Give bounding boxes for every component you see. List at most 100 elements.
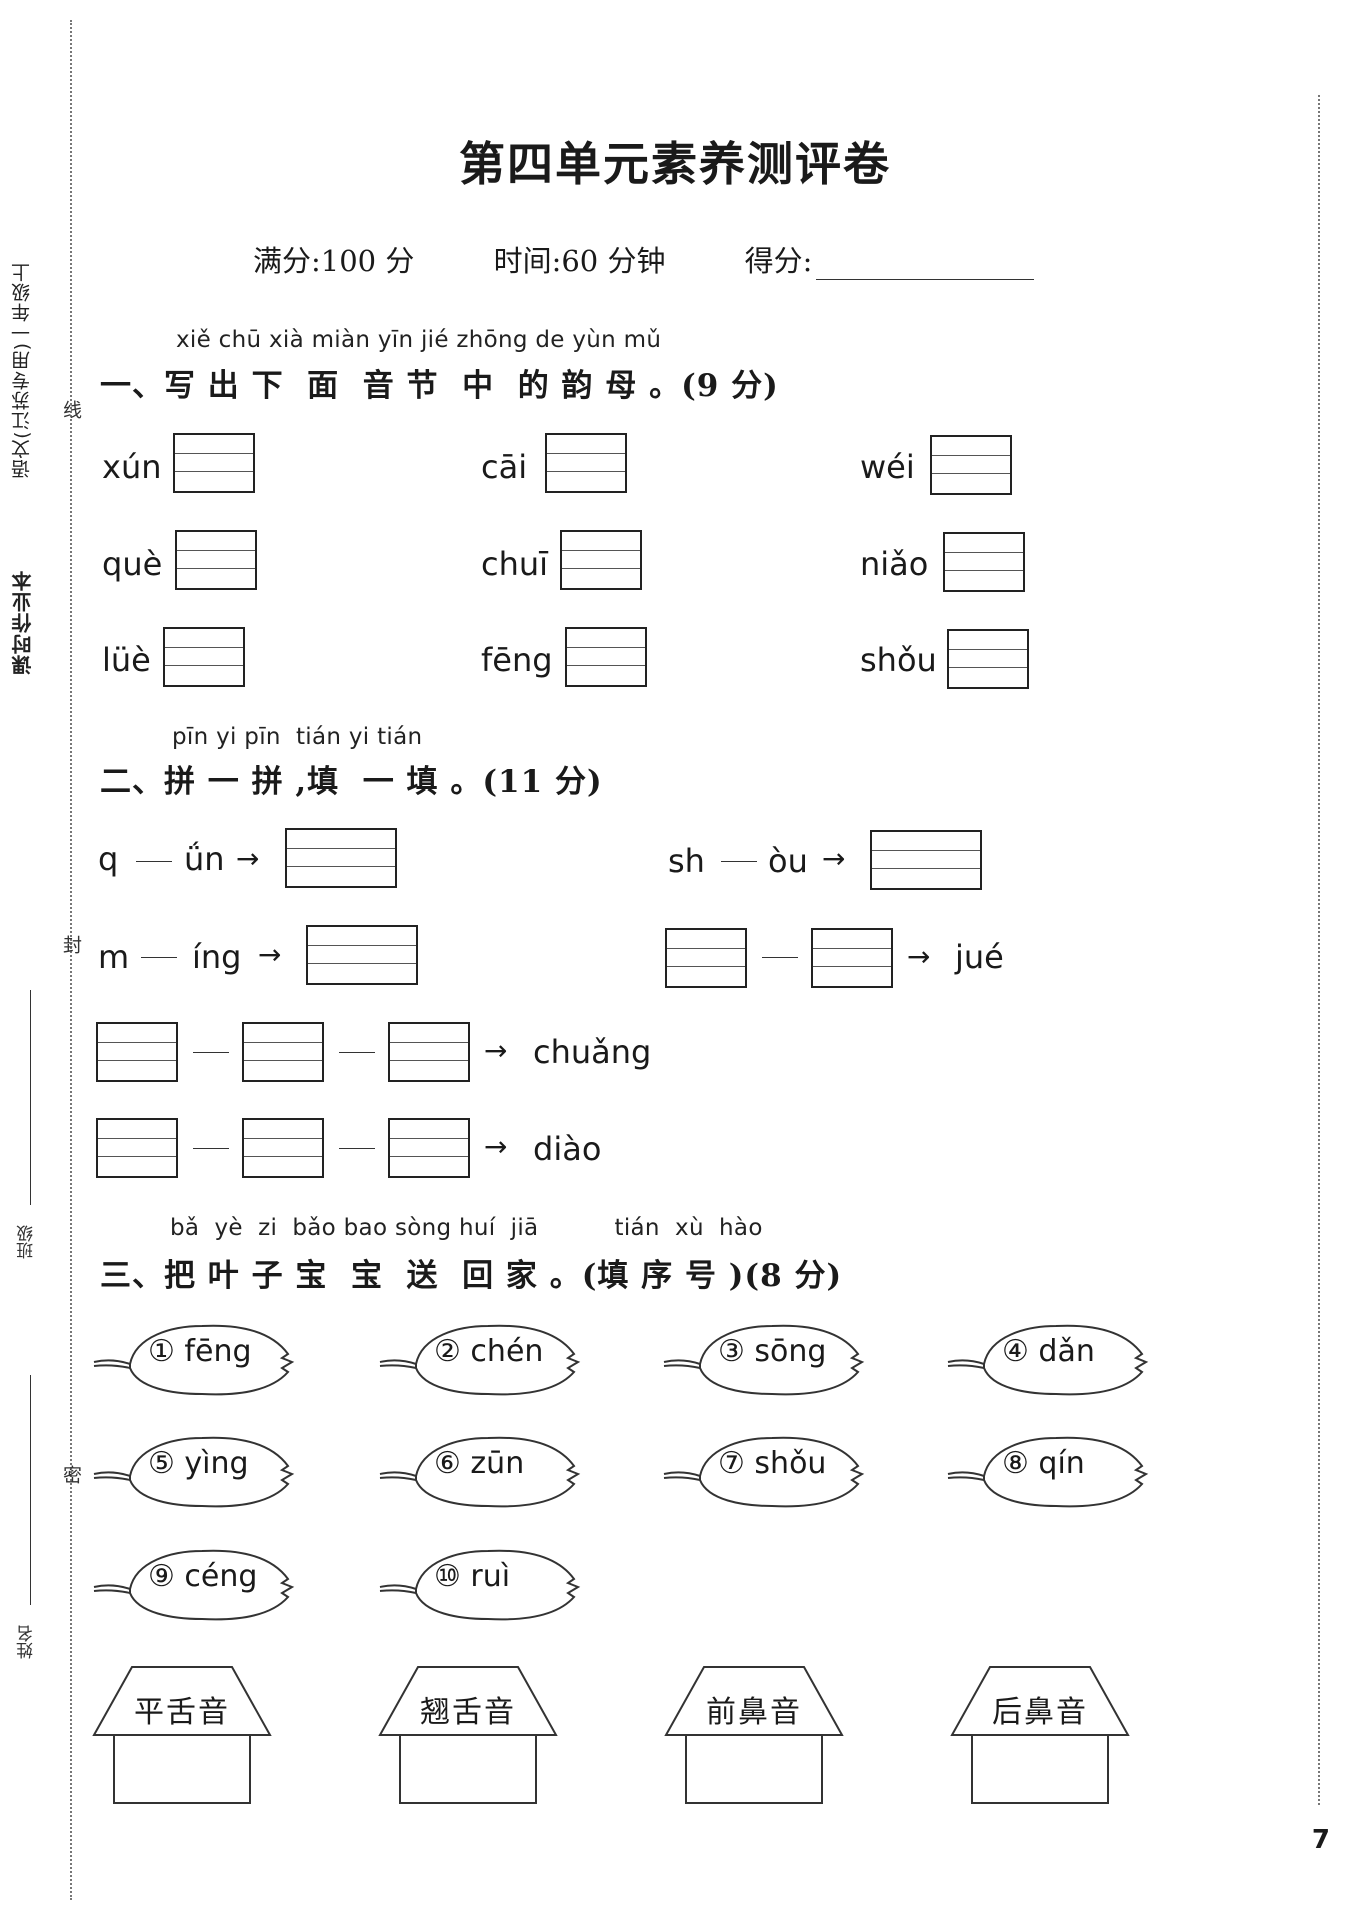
leaf-icon bbox=[93, 1324, 295, 1396]
result-chuang: chuǎng bbox=[533, 1033, 652, 1071]
answer-box[interactable] bbox=[96, 1022, 178, 1082]
arrow-icon: → bbox=[907, 940, 931, 973]
house-icon bbox=[664, 1666, 844, 1804]
answer-box[interactable] bbox=[665, 928, 747, 988]
exam-meta: 满分:100 分 时间:60 分钟 得分: bbox=[253, 238, 1035, 280]
leaf-label: ⑤ yìng bbox=[148, 1446, 249, 1481]
leaf-icon bbox=[379, 1436, 581, 1508]
answer-box[interactable] bbox=[811, 928, 893, 988]
leaf-card[interactable]: ③ sōng bbox=[662, 1318, 872, 1396]
leaf-label: ⑨ céng bbox=[148, 1559, 258, 1594]
leaf-card[interactable]: ⑤ yìng bbox=[92, 1430, 302, 1508]
answer-box[interactable] bbox=[388, 1118, 470, 1178]
syllable-1: xún bbox=[102, 448, 162, 486]
house-label: 翘舌音 bbox=[420, 1695, 516, 1730]
house-drop-zone[interactable]: 翘舌音 bbox=[378, 1665, 558, 1805]
answer-box[interactable] bbox=[560, 530, 642, 590]
dash bbox=[193, 1052, 229, 1053]
leaf-card[interactable]: ④ dǎn bbox=[946, 1318, 1156, 1396]
house-label: 前鼻音 bbox=[706, 1695, 802, 1730]
house-icon bbox=[92, 1666, 272, 1804]
time-limit: 时间:60 分钟 bbox=[493, 244, 666, 278]
book-subject: 语文(江苏专用)一年级上 bbox=[11, 262, 33, 479]
answer-box[interactable] bbox=[947, 629, 1029, 689]
score-blank[interactable] bbox=[816, 249, 1035, 280]
final-un: ǘn bbox=[184, 840, 225, 878]
answer-box[interactable] bbox=[870, 830, 982, 890]
dash bbox=[339, 1148, 375, 1149]
answer-box[interactable] bbox=[388, 1022, 470, 1082]
initial-sh: sh bbox=[668, 842, 705, 880]
dash bbox=[339, 1052, 375, 1053]
answer-box[interactable] bbox=[565, 627, 647, 687]
answer-box[interactable] bbox=[175, 530, 257, 590]
arrow-icon: → bbox=[484, 1130, 508, 1163]
leaf-label: ① fēng bbox=[148, 1334, 252, 1369]
class-label: 班级 bbox=[17, 1225, 37, 1259]
leaf-card[interactable]: ⑨ céng bbox=[92, 1543, 302, 1621]
section1-heading: 一、写 出 下 面 音 节 中 的 韵 母 。(9 分) bbox=[100, 368, 779, 404]
score-label: 得分: bbox=[744, 244, 813, 278]
page-number: 7 bbox=[1311, 1825, 1330, 1855]
leaf-label: ⑩ ruì bbox=[434, 1559, 511, 1594]
syllable-3: wéi bbox=[860, 448, 915, 486]
answer-box[interactable] bbox=[306, 925, 418, 985]
leaf-card[interactable]: ① fēng bbox=[92, 1318, 302, 1396]
leaf-label: ② chén bbox=[434, 1334, 544, 1369]
leaf-icon bbox=[947, 1324, 1149, 1396]
leaf-icon bbox=[663, 1324, 865, 1396]
house-drop-zone[interactable]: 后鼻音 bbox=[950, 1665, 1130, 1805]
answer-box[interactable] bbox=[943, 532, 1025, 592]
house-drop-zone[interactable]: 前鼻音 bbox=[664, 1665, 844, 1805]
house-drop-zone[interactable]: 平舌音 bbox=[92, 1665, 272, 1805]
leaf-card[interactable]: ⑩ ruì bbox=[378, 1543, 588, 1621]
leaf-card[interactable]: ⑥ zūn bbox=[378, 1430, 588, 1508]
answer-box[interactable] bbox=[163, 627, 245, 687]
answer-box[interactable] bbox=[545, 433, 627, 493]
syllable-6: niǎo bbox=[860, 545, 929, 583]
dash bbox=[141, 957, 177, 958]
dash bbox=[721, 861, 757, 862]
arrow-icon: → bbox=[258, 938, 282, 971]
leaf-label: ⑥ zūn bbox=[434, 1446, 525, 1481]
dash bbox=[762, 957, 798, 958]
house-label: 后鼻音 bbox=[992, 1695, 1088, 1730]
house-label: 平舌音 bbox=[134, 1695, 230, 1730]
name-label: 姓名 bbox=[17, 1625, 37, 1659]
answer-box[interactable] bbox=[242, 1118, 324, 1178]
final-ou: òu bbox=[768, 842, 808, 880]
syllable-2: cāi bbox=[481, 448, 528, 486]
answer-box[interactable] bbox=[930, 435, 1012, 495]
class-blank bbox=[30, 990, 31, 1205]
leaf-card[interactable]: ⑦ shǒu bbox=[662, 1430, 872, 1508]
section1-pinyin: xiě chū xià miàn yīn jié zhōng de yùn mǔ bbox=[176, 327, 662, 353]
leaf-label: ③ sōng bbox=[718, 1334, 827, 1369]
answer-box[interactable] bbox=[242, 1022, 324, 1082]
syllable-5: chuī bbox=[481, 545, 549, 583]
leaf-card[interactable]: ② chén bbox=[378, 1318, 588, 1396]
cut-line-label-2: 封 bbox=[60, 935, 82, 954]
name-blank bbox=[30, 1375, 31, 1605]
answer-box[interactable] bbox=[285, 828, 397, 888]
syllable-4: què bbox=[102, 545, 163, 583]
section2-heading: 二、拼 一 拼 ,填 一 填 。(11 分) bbox=[100, 764, 603, 800]
result-diao: diào bbox=[533, 1130, 602, 1168]
leaf-card[interactable]: ⑧ qín bbox=[946, 1430, 1156, 1508]
answer-box[interactable] bbox=[96, 1118, 178, 1178]
leaf-icon bbox=[947, 1436, 1149, 1508]
leaf-label: ⑦ shǒu bbox=[718, 1446, 827, 1481]
leaf-icon bbox=[93, 1436, 295, 1508]
leaf-icon bbox=[379, 1549, 581, 1621]
result-jue: jué bbox=[955, 938, 1004, 976]
cut-line-label-3: 密 bbox=[60, 1465, 82, 1484]
dash bbox=[193, 1148, 229, 1149]
section3-heading: 三、把 叶 子 宝 宝 送 回 家 。(填 序 号 )(8 分) bbox=[100, 1258, 843, 1294]
house-icon bbox=[378, 1666, 558, 1804]
section2-pinyin: pīn yi pīn tián yi tián bbox=[172, 724, 423, 750]
answer-box[interactable] bbox=[173, 433, 255, 493]
arrow-icon: → bbox=[236, 842, 260, 875]
page-title: 第四单元素养测评卷 bbox=[459, 137, 891, 191]
leaf-icon bbox=[93, 1549, 295, 1621]
full-score: 满分:100 分 bbox=[253, 244, 415, 278]
leaf-label: ⑧ qín bbox=[1002, 1446, 1085, 1481]
